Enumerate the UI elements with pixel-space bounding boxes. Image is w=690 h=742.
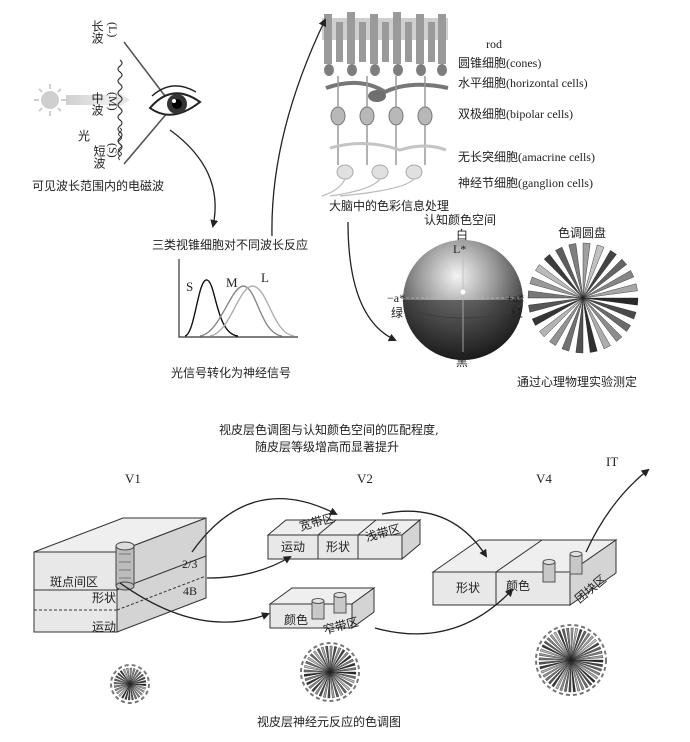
curve-l-label: L <box>261 270 269 285</box>
retina-illustration <box>321 12 449 197</box>
middle-caption-line2: 随皮层等级增高而显著提升 <box>255 440 400 454</box>
brain-caption: 大脑中的色彩信息处理 <box>329 199 450 213</box>
l-star-label: L* <box>453 242 467 256</box>
green-label: 绿 <box>391 306 404 320</box>
bipolar-label: 双极细胞(bipolar cells) <box>458 107 573 121</box>
long-code-label: (L) <box>106 22 120 38</box>
v4-cylinders <box>542 551 583 583</box>
v4-label: V4 <box>536 471 552 486</box>
v1-motion-label: 运动 <box>92 620 117 634</box>
tuning-disc-v2 <box>300 642 360 702</box>
hue-disc <box>527 242 639 354</box>
white-label: 白 <box>456 228 469 242</box>
color-space-title: 认知颜色空间 <box>424 213 497 227</box>
v2-label: V2 <box>357 471 373 486</box>
interblob-label: 斑点间区 <box>50 575 99 589</box>
rod-label: rod <box>486 37 502 51</box>
hue-disc-title: 色调圆盘 <box>558 226 607 240</box>
wave-long <box>117 59 123 157</box>
black-label: 黑 <box>456 355 469 369</box>
tuning-disc-v4 <box>535 624 607 696</box>
response-plot <box>178 259 298 338</box>
sun-icon <box>34 84 130 116</box>
horizontal-label: 水平细胞(horizontal cells) <box>458 76 588 90</box>
v1-shape-label: 形状 <box>92 591 117 605</box>
v2-cylinders <box>311 592 347 620</box>
v4-shape-label: 形状 <box>456 581 481 595</box>
amacrine-label: 无长突细胞(amacrine cells) <box>458 150 595 164</box>
curve-m-label: M <box>226 275 238 290</box>
red-label: 红 <box>511 306 524 320</box>
curve-s-label: S <box>186 279 194 294</box>
layer-23-label: 2/3 <box>182 557 198 571</box>
mid-code-label: (M) <box>106 92 120 111</box>
v1-label: V1 <box>125 471 141 486</box>
v2-motion-label: 运动 <box>281 540 306 554</box>
v1-box <box>33 517 207 633</box>
wave-short <box>118 127 122 161</box>
em-wave-caption: 可见波长范围内的电磁波 <box>32 179 165 193</box>
psychophysics-caption: 通过心理物理实验测定 <box>517 375 638 389</box>
flow-arrows-cortex <box>119 468 650 635</box>
tuning-map-caption: 视皮层神经元反应的色调图 <box>257 715 402 729</box>
short-wave-label: 短波 <box>92 145 106 169</box>
plus-a-label: +a* <box>506 291 525 305</box>
short-code-label: (S) <box>106 143 120 158</box>
v2-upper-box <box>266 518 422 561</box>
v4-color-label: 颜色 <box>506 579 531 593</box>
eye-icon <box>148 85 202 116</box>
ganglion-label: 神经节细胞(ganglion cells) <box>458 176 593 190</box>
tuning-disc-v1 <box>110 664 150 704</box>
flow-arrows-top <box>169 18 397 342</box>
response-caption: 三类视锥细胞对不同波长反应 <box>152 238 309 252</box>
color-space-sphere <box>401 240 525 360</box>
light-label: 光 <box>78 129 91 143</box>
v1-blob-cylinder <box>115 541 135 591</box>
signal-caption: 光信号转化为神经信号 <box>171 366 292 380</box>
long-wave-label: 长波 <box>90 20 104 44</box>
minus-a-label: −a* <box>387 291 406 305</box>
layer-4b-label: 4B <box>183 584 198 598</box>
mid-wave-label: 中波 <box>90 92 104 116</box>
v2-color-label: 颜色 <box>284 613 309 627</box>
middle-caption-line1: 视皮层色调图与认知颜色空间的匹配程度, <box>219 423 439 437</box>
v2-shape-label: 形状 <box>326 540 351 554</box>
cones-label: 圆锥细胞(cones) <box>458 56 542 70</box>
it-label: IT <box>606 454 619 469</box>
